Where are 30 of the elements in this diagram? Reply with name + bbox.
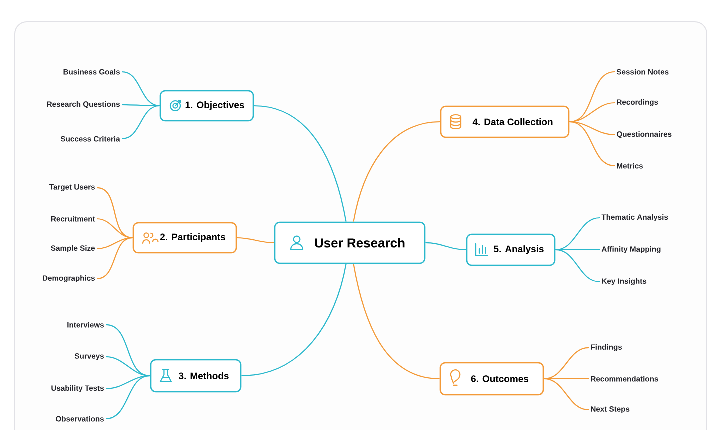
connector-line	[96, 237, 133, 280]
connector-line	[426, 242, 466, 251]
connector-line	[96, 237, 133, 250]
connector-line	[570, 71, 616, 123]
topic-box: User Research	[274, 222, 426, 264]
connector-line	[353, 264, 440, 380]
connector-line	[122, 105, 160, 140]
branch-box: 5. Analysis	[466, 234, 556, 266]
connector-line	[353, 121, 440, 222]
connector-line	[556, 249, 600, 283]
connector-line	[544, 378, 590, 411]
branch-box: 2. Participants	[132, 222, 238, 254]
branch-box: 3. Methods	[150, 359, 242, 393]
connector-line	[544, 347, 590, 380]
branch-box: 6. Outcomes	[440, 362, 544, 396]
connector-line	[570, 121, 616, 136]
connector-line	[106, 375, 150, 420]
connector-line	[96, 187, 133, 239]
branch-box: 1. Objectives	[160, 90, 254, 122]
connector-line	[237, 237, 274, 244]
connector-line	[254, 105, 347, 222]
connector-line	[96, 218, 133, 239]
connector-line	[242, 264, 347, 377]
connector-line	[106, 375, 150, 390]
connector-line	[106, 324, 150, 377]
connector-line	[122, 71, 160, 107]
connector-line	[570, 121, 616, 167]
branch-box: 4. Data Collection	[440, 106, 570, 138]
connector-line	[556, 217, 600, 251]
connector-line	[106, 356, 150, 377]
